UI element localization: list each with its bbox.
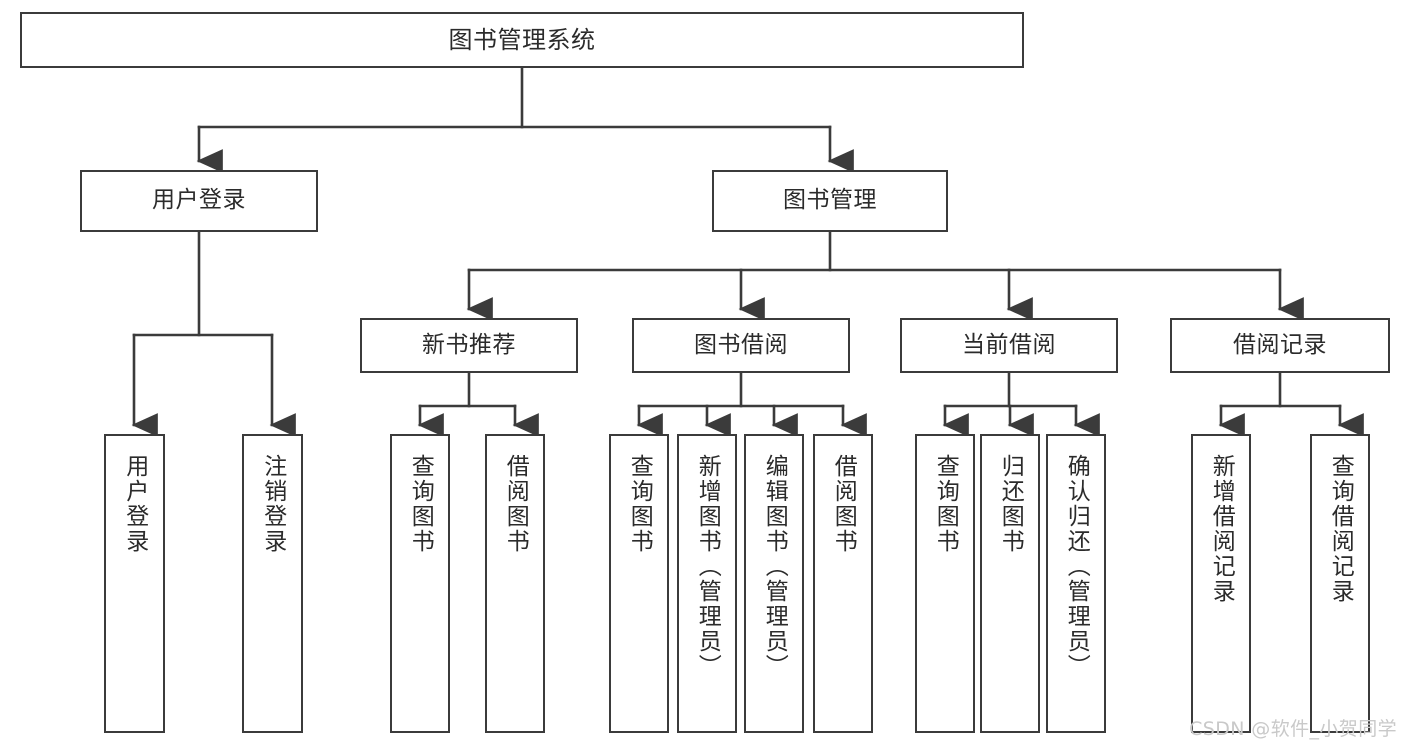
node-book-borrow[interactable]: 图书借阅 — [632, 318, 850, 373]
node-label: 图书管理 — [783, 187, 877, 214]
node-label: 新增图书（管理员） — [694, 454, 721, 679]
node-label: 新书推荐 — [422, 331, 516, 358]
node-borrow-record[interactable]: 借阅记录 — [1170, 318, 1390, 373]
node-label: 查询图书 — [407, 454, 434, 554]
leaf-new-book-query[interactable]: 查询图书 — [390, 434, 450, 733]
leaf-user-login-signin[interactable]: 用户登录 — [104, 434, 165, 733]
leaf-current-return-book[interactable]: 归还图书 — [980, 434, 1040, 733]
leaf-user-login-signout[interactable]: 注销登录 — [242, 434, 303, 733]
node-current-borrow[interactable]: 当前借阅 — [900, 318, 1118, 373]
leaf-new-book-borrow[interactable]: 借阅图书 — [485, 434, 545, 733]
node-new-book-recommend[interactable]: 新书推荐 — [360, 318, 578, 373]
node-label: 借阅图书 — [502, 454, 529, 554]
node-label: 归还图书 — [997, 454, 1024, 554]
node-label: 图书管理系统 — [448, 25, 596, 54]
node-label: 用户登录 — [121, 454, 148, 554]
node-label: 新增借阅记录 — [1208, 454, 1235, 604]
node-book-management[interactable]: 图书管理 — [712, 170, 948, 232]
node-label: 借阅记录 — [1233, 331, 1327, 358]
leaf-borrow-borrow-book[interactable]: 借阅图书 — [813, 434, 873, 733]
node-label: 用户登录 — [152, 187, 246, 214]
node-label: 图书借阅 — [694, 331, 788, 358]
node-label: 注销登录 — [259, 454, 286, 554]
watermark: CSDN @软件_小贺同学 — [1189, 718, 1397, 740]
node-label: 查询借阅记录 — [1327, 454, 1354, 604]
leaf-current-query-book[interactable]: 查询图书 — [915, 434, 975, 733]
node-root-library-system[interactable]: 图书管理系统 — [20, 12, 1024, 68]
node-label: 查询图书 — [626, 454, 653, 554]
leaf-borrow-add-book-admin[interactable]: 新增图书（管理员） — [677, 434, 737, 733]
leaf-borrow-edit-book-admin[interactable]: 编辑图书（管理员） — [744, 434, 804, 733]
node-label: 查询图书 — [932, 454, 959, 554]
node-label: 当前借阅 — [962, 331, 1056, 358]
leaf-borrow-query-book[interactable]: 查询图书 — [609, 434, 669, 733]
leaf-record-add-record[interactable]: 新增借阅记录 — [1191, 434, 1251, 733]
node-user-login[interactable]: 用户登录 — [80, 170, 318, 232]
leaf-current-confirm-return-admin[interactable]: 确认归还（管理员） — [1046, 434, 1106, 733]
node-label: 编辑图书（管理员） — [761, 454, 788, 679]
leaf-record-query-record[interactable]: 查询借阅记录 — [1310, 434, 1370, 733]
node-label: 借阅图书 — [830, 454, 857, 554]
node-label: 确认归还（管理员） — [1063, 454, 1090, 679]
